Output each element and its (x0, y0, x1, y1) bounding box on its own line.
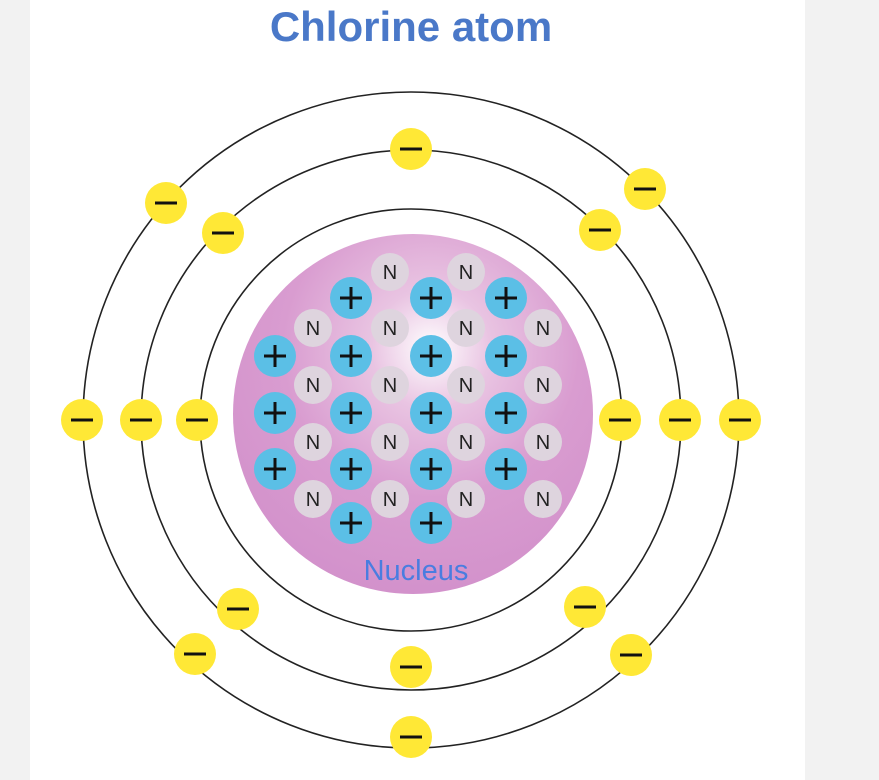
electron (564, 586, 606, 628)
electron (579, 209, 621, 251)
electron (145, 182, 187, 224)
neutron-symbol: N (383, 432, 397, 454)
neutron-symbol: N (306, 489, 320, 511)
proton (254, 392, 296, 434)
neutron: N (371, 366, 409, 404)
proton (410, 335, 452, 377)
neutron: N (294, 366, 332, 404)
proton (330, 392, 372, 434)
proton (330, 502, 372, 544)
proton (485, 448, 527, 490)
neutron-symbol: N (383, 262, 397, 284)
proton (485, 335, 527, 377)
neutron: N (447, 253, 485, 291)
proton (254, 448, 296, 490)
neutron-symbol: N (459, 318, 473, 340)
proton (485, 392, 527, 434)
neutron-symbol: N (536, 318, 550, 340)
neutron-symbol: N (306, 375, 320, 397)
neutron: N (524, 309, 562, 347)
proton (330, 335, 372, 377)
neutron-symbol: N (459, 262, 473, 284)
electron (599, 399, 641, 441)
proton (410, 448, 452, 490)
electron (624, 168, 666, 210)
neutron-group: N N N N N N N N N N N N N N N N N N (294, 253, 562, 518)
electron (719, 399, 761, 441)
electron (390, 128, 432, 170)
neutron: N (447, 366, 485, 404)
neutron: N (294, 309, 332, 347)
neutron: N (447, 480, 485, 518)
neutron-symbol: N (536, 489, 550, 511)
proton (410, 392, 452, 434)
neutron: N (371, 253, 409, 291)
neutron: N (371, 480, 409, 518)
neutron-symbol: N (459, 432, 473, 454)
neutron-symbol: N (383, 375, 397, 397)
electron (61, 399, 103, 441)
electron (176, 399, 218, 441)
neutron: N (294, 480, 332, 518)
proton (410, 277, 452, 319)
neutron-symbol: N (536, 375, 550, 397)
neutron: N (524, 423, 562, 461)
electron (610, 634, 652, 676)
electron (174, 633, 216, 675)
electron (390, 646, 432, 688)
neutron-symbol: N (459, 375, 473, 397)
neutron-symbol: N (459, 489, 473, 511)
neutron: N (447, 309, 485, 347)
electron (659, 399, 701, 441)
electron (217, 588, 259, 630)
neutron-symbol: N (383, 318, 397, 340)
electron-group (61, 128, 761, 758)
neutron-symbol: N (306, 432, 320, 454)
neutron-symbol: N (536, 432, 550, 454)
proton (330, 448, 372, 490)
neutron: N (447, 423, 485, 461)
proton (254, 335, 296, 377)
electron (202, 212, 244, 254)
proton (485, 277, 527, 319)
proton (330, 277, 372, 319)
neutron: N (371, 423, 409, 461)
proton-group (254, 277, 527, 544)
proton (410, 502, 452, 544)
neutron-symbol: N (383, 489, 397, 511)
electron (390, 716, 432, 758)
electron (120, 399, 162, 441)
neutron-symbol: N (306, 318, 320, 340)
diagram-title: Chlorine atom (258, 0, 564, 58)
neutron: N (524, 480, 562, 518)
neutron: N (371, 309, 409, 347)
neutron: N (524, 366, 562, 404)
nucleus-label: Nucleus (364, 555, 469, 587)
neutron: N (294, 423, 332, 461)
